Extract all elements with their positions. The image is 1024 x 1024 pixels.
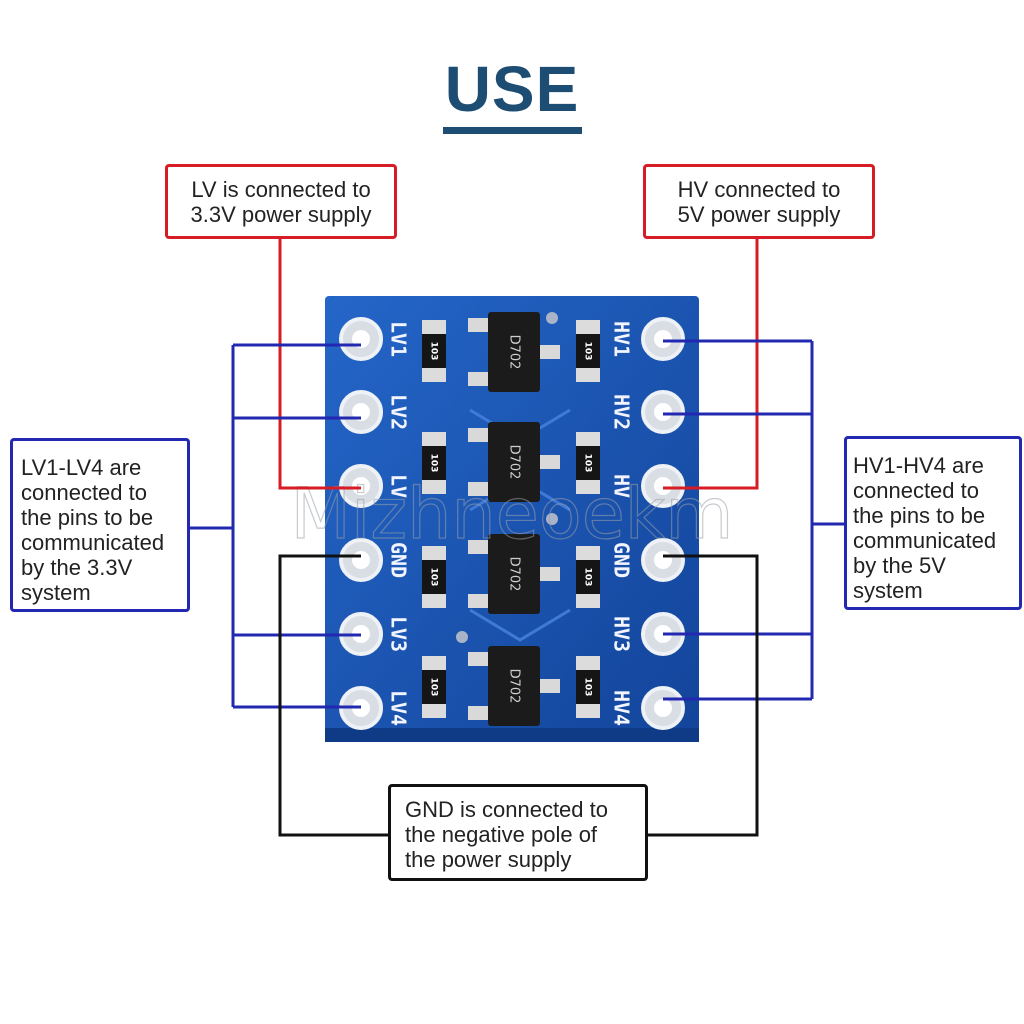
svg-text:103: 103 [429,454,439,473]
silk-label-hv: HV [610,474,634,498]
pin-pad-hv [641,464,685,508]
silk-label-hv4: HV4 [610,690,634,726]
via-hole [546,513,558,525]
right-pin-column [641,317,685,730]
resistor-r3: 103 [576,546,600,608]
svg-text:D702: D702 [507,335,522,370]
wire-lv-signals [190,343,361,709]
resistor-l3: 103 [422,546,446,608]
resistor-l4: 103 [422,656,446,718]
resistor-l2: 103 [422,432,446,494]
lv-signals-callout: LV1-LV4 are connected to the pins to be … [10,438,190,612]
silk-label-lv3: LV3 [387,616,411,652]
svg-text:103: 103 [429,342,439,361]
title-underline [443,127,582,134]
svg-text:103: 103 [583,678,593,697]
silk-label-hv2: HV2 [610,394,634,430]
silk-label-lv1: LV1 [387,321,411,357]
pin-pad-hv4 [641,686,685,730]
svg-text:D702: D702 [507,445,522,480]
hv-power-callout: HV connected to 5V power supply [643,164,875,239]
transistor-2: D702 [468,422,560,502]
transistor-1: D702 [468,312,560,392]
silk-label-hv1: HV1 [610,321,634,357]
resistor-r4: 103 [576,656,600,718]
pcb-board [325,296,699,742]
svg-text:103: 103 [583,342,593,361]
resistor-r1: 103 [576,320,600,382]
silk-label-lv: LV [387,474,411,498]
silk-label-gnd-right: GND [610,542,634,578]
watermark-text: Mizhneoekm [290,473,733,555]
transistor-4: D702 [468,646,560,726]
gnd-callout: GND is connected to the negative pole of… [388,784,648,881]
page-title: USE [444,53,580,125]
lv-power-callout: LV is connected to 3.3V power supply [165,164,397,239]
svg-text:D702: D702 [507,557,522,592]
wire-gnd-right [648,554,759,837]
via-hole [546,312,558,324]
pin-pad-lv2 [339,390,383,434]
wire-hv-power [663,239,759,490]
svg-text:103: 103 [583,568,593,587]
silk-label-lv4: LV4 [387,690,411,726]
via-hole [456,631,468,643]
hv-signals-callout: HV1-HV4 are connected to the pins to be … [844,436,1022,610]
silk-label-gnd-left: GND [387,542,411,578]
pin-pad-hv2 [641,390,685,434]
pcb-edge [325,728,699,742]
pin-pad-lv [339,464,383,508]
silk-label-hv3: HV3 [610,616,634,652]
wire-gnd-left [278,554,388,837]
svg-text:103: 103 [583,454,593,473]
resistor-r2: 103 [576,432,600,494]
wire-hv-signals [663,339,844,701]
svg-text:103: 103 [429,568,439,587]
svg-text:D702: D702 [507,669,522,704]
svg-text:103: 103 [429,678,439,697]
pin-pad-lv1 [339,317,383,361]
wire-lv-power [278,239,361,490]
silk-label-lv2: LV2 [387,394,411,430]
transistor-3: D702 [468,534,560,614]
resistor-l1: 103 [422,320,446,382]
pin-pad-hv1 [641,317,685,361]
